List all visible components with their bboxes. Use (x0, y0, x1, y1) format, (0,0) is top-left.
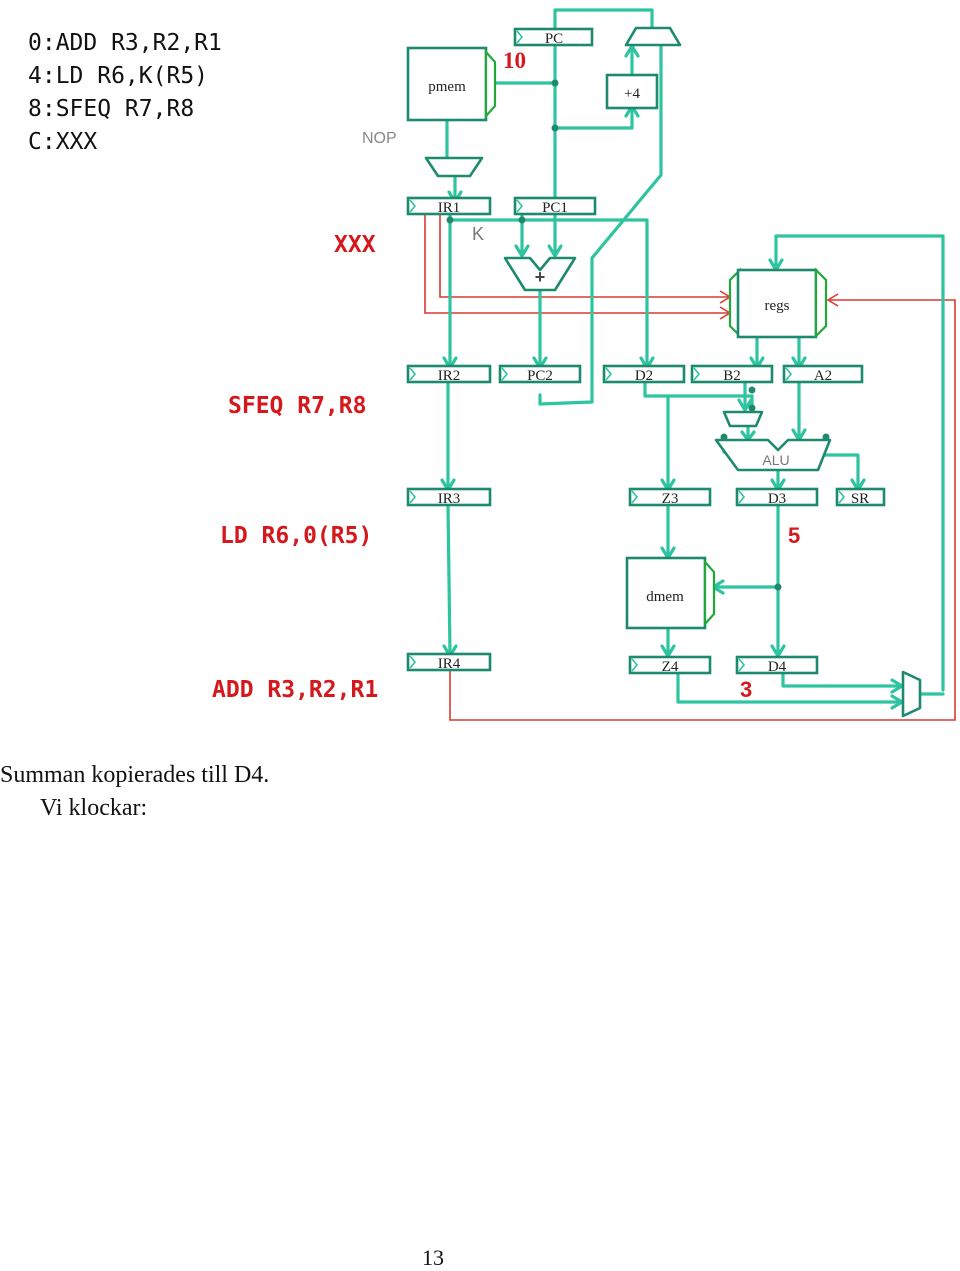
ir2-register: IR2 (406, 364, 492, 384)
pc2-label: PC2 (527, 368, 553, 384)
b2-register: B2 (690, 364, 774, 384)
sr-label: SR (851, 491, 869, 507)
z4-label: Z4 (662, 659, 679, 675)
alu-block: ALU (714, 438, 832, 472)
d2-register: D2 (602, 364, 686, 384)
ir3-label: IR3 (438, 491, 461, 507)
z3-register: Z3 (628, 487, 712, 507)
page-number: 13 (422, 1245, 444, 1270)
d3-label: D3 (768, 491, 786, 507)
dmem-label: dmem (646, 589, 684, 605)
dmem-block: dmem (625, 556, 716, 630)
execute-stage-label: LD R6,0(R5) (220, 523, 372, 549)
z4-register: Z4 (628, 655, 712, 675)
k-label: K (472, 224, 484, 244)
ir1-label: IR1 (438, 200, 461, 216)
ir4-register: IR4 (406, 652, 492, 672)
pc-mux-shape (624, 26, 682, 47)
writeback-mux-shape (901, 670, 922, 718)
program-line-0: 0:ADD R3,R2,R1 (28, 30, 222, 56)
pc2-register: PC2 (498, 364, 582, 384)
program-line-1: 4:LD R6,K(R5) (28, 63, 209, 89)
pipeline-diagram: pmem NOP PC 10 +4 IR1 PC1 K + regs (212, 8, 956, 721)
pmem-block: pmem (406, 46, 497, 122)
wire-junctions (446, 79, 830, 591)
d4-register: D4 (735, 655, 819, 675)
a2-label: A2 (814, 368, 832, 384)
ir1-register: IR1 (406, 196, 492, 216)
fetch-stage-label: XXX (334, 232, 376, 258)
pc-next-value: 10 (503, 48, 526, 73)
caption-line-2: Vi klockar: (40, 795, 148, 821)
sr-register: SR (835, 487, 886, 507)
d4-label: D4 (768, 659, 787, 675)
pmem-label: pmem (428, 79, 466, 95)
nop-label: NOP (362, 130, 397, 147)
caption-line-1: Summan kopierades till D4. (0, 762, 270, 788)
d3-register: D3 (735, 487, 819, 507)
plus4-block: +4 (605, 73, 659, 110)
adder-label: + (535, 267, 546, 287)
program-line-3: C:XXX (28, 129, 98, 155)
branch-adder: + (503, 256, 577, 292)
z3-label: Z3 (662, 491, 679, 507)
plus4-label: +4 (624, 86, 640, 102)
pc-register-label: PC (545, 31, 563, 47)
d3-value: 5 (788, 523, 800, 548)
regs-block: regs (728, 267, 828, 339)
writeback-stage-label: ADD R3,R2,R1 (212, 677, 378, 703)
program-line-2: 8:SFEQ R7,R8 (28, 96, 195, 122)
operand-mux-shape (722, 410, 764, 428)
ir3-register: IR3 (406, 487, 492, 507)
decode-stage-label: SFEQ R7,R8 (228, 393, 366, 419)
pc1-label: PC1 (542, 200, 568, 216)
a2-register: A2 (782, 364, 864, 384)
nop-mux-shape (424, 156, 484, 178)
feedback-wires (424, 213, 956, 721)
pc-register: PC (513, 27, 594, 47)
alu-label: ALU (762, 452, 789, 468)
ir4-label: IR4 (438, 656, 461, 672)
ir2-label: IR2 (438, 368, 461, 384)
d4-value: 3 (740, 677, 752, 702)
b2-label: B2 (723, 368, 741, 384)
pc1-register: PC1 (513, 196, 597, 216)
regs-label: regs (765, 298, 790, 314)
d2-label: D2 (635, 368, 653, 384)
